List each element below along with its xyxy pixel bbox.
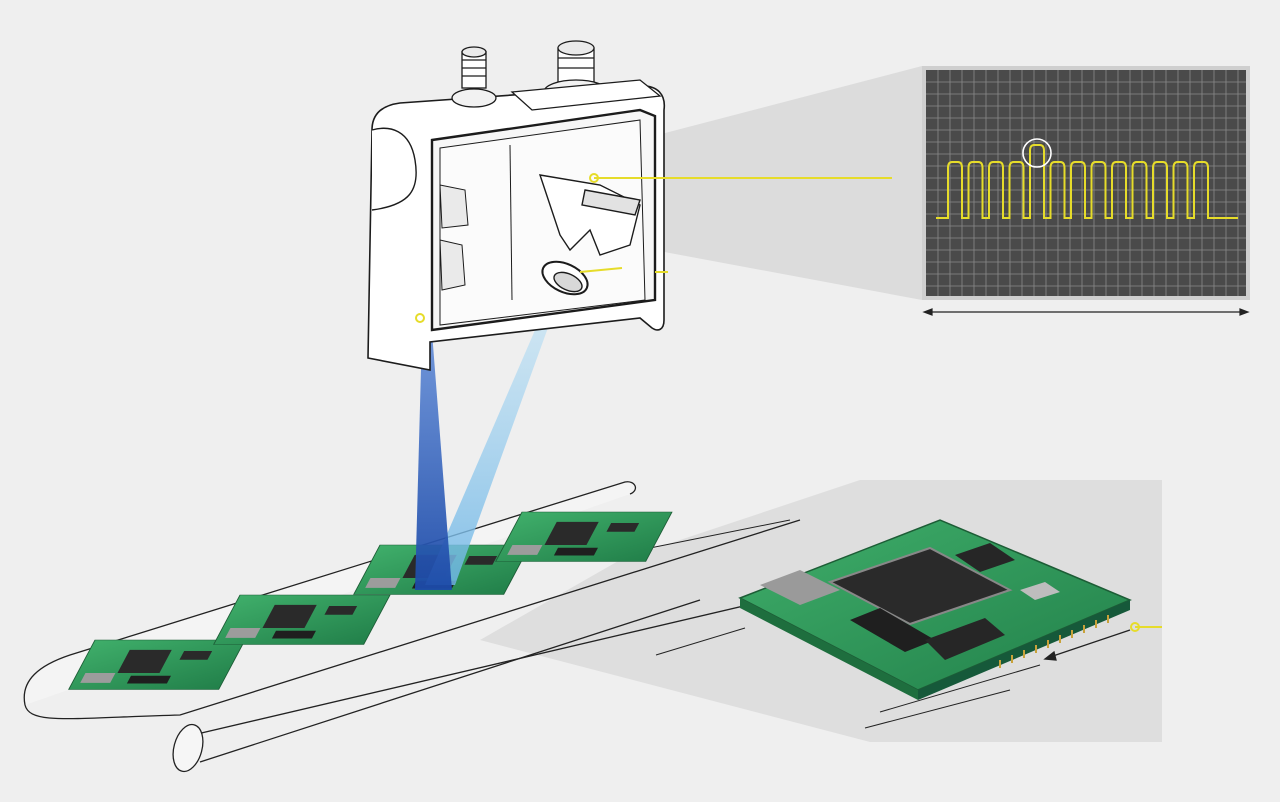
ic-chip	[955, 543, 1015, 572]
signal-node	[1130, 622, 1140, 632]
light-beam-light	[425, 300, 558, 585]
connector-block	[850, 608, 935, 652]
oscilloscope-display	[922, 66, 1250, 300]
motion-arrow	[1043, 629, 1131, 661]
pin-row	[999, 615, 1109, 668]
pcb-board	[213, 594, 391, 645]
light-beam-dark	[415, 332, 452, 590]
pcb-board	[495, 511, 673, 562]
pcb-board	[68, 639, 246, 690]
oscilloscope-signal	[936, 144, 1238, 219]
sensor-housing	[367, 85, 666, 371]
pcb-detail-view	[738, 519, 1132, 700]
connector-left	[451, 46, 497, 108]
signal-node	[589, 173, 599, 183]
connector-plate	[510, 79, 662, 111]
time-axis-arrow	[922, 308, 1250, 316]
ic-chip	[925, 618, 1005, 660]
optics-module	[538, 174, 641, 296]
signal-leader-lens	[579, 267, 623, 273]
signal-node	[415, 313, 425, 323]
header-pins	[760, 570, 840, 605]
peak-highlight-circle	[1022, 138, 1052, 168]
component	[1020, 582, 1060, 600]
belt-roller	[172, 723, 204, 773]
